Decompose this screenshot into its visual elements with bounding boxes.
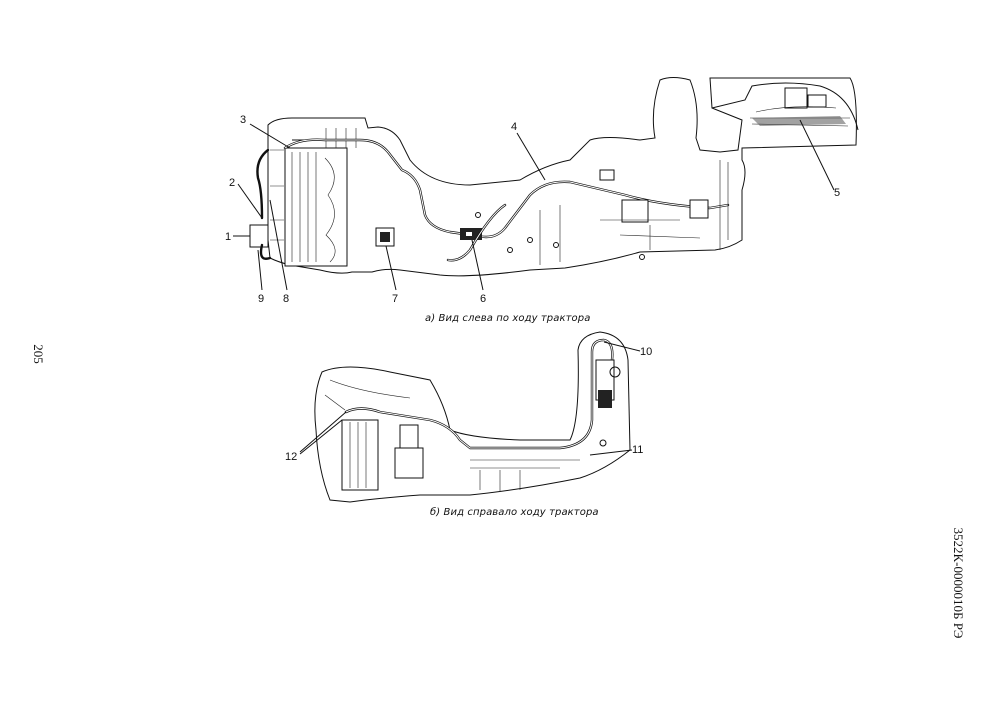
callout-8: 8 <box>283 293 289 305</box>
callout-11: 11 <box>632 444 643 456</box>
view-b-callouts: 10 11 12 <box>285 341 652 463</box>
callout-12: 12 <box>285 451 297 463</box>
callout-6: 6 <box>480 293 486 305</box>
callout-2: 2 <box>229 177 235 189</box>
view-a-caption: а) Вид слева по ходу трактора <box>425 313 591 324</box>
view-a-drawing <box>249 77 859 277</box>
tractor-left-silhouette <box>267 77 857 277</box>
callout-9: 9 <box>258 293 264 305</box>
callout-10: 10 <box>640 346 652 358</box>
view-a-callouts: 1 2 3 4 5 6 7 8 9 <box>225 114 840 305</box>
callout-3: 3 <box>240 114 246 126</box>
callout-4: 4 <box>511 121 517 133</box>
view-b-caption: б) Вид справало ходу трактора <box>430 507 599 518</box>
callout-7: 7 <box>392 293 398 305</box>
view-b-drawing <box>314 331 631 503</box>
callout-5: 5 <box>834 187 840 199</box>
callout-1: 1 <box>225 231 231 243</box>
